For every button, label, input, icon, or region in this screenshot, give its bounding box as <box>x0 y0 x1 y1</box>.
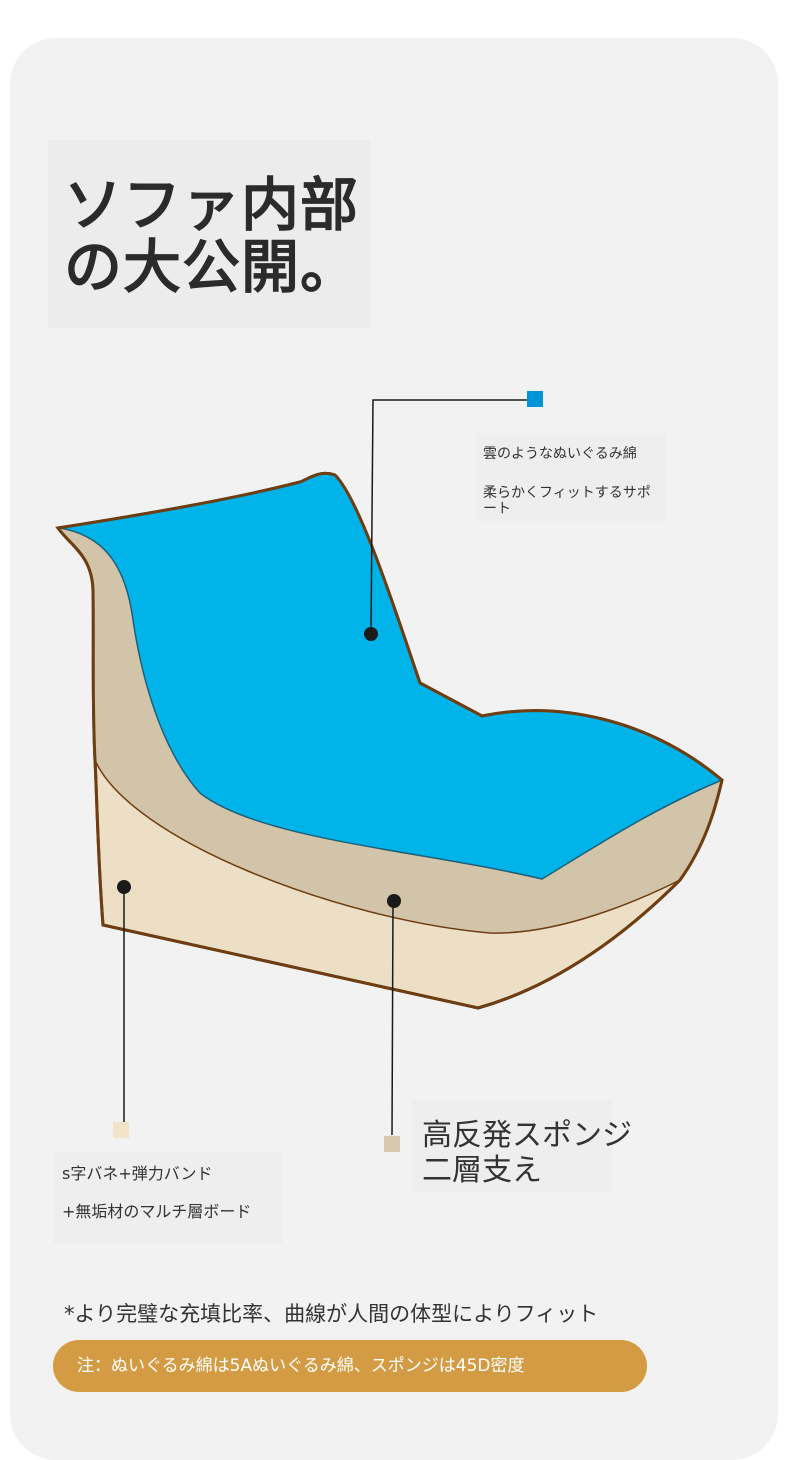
title-line-1: ソファ内部 <box>64 171 360 239</box>
cotton-label-line-2: 柔らかくフィットするサポート <box>483 485 651 517</box>
sponge-label: 高反発スポンジ 二層支え <box>422 1118 632 1188</box>
spring-callout-dot <box>117 880 131 894</box>
title-background <box>48 140 370 328</box>
spring-label-line-1: s字バネ+弾力バンド <box>62 1164 213 1183</box>
beige-square-marker <box>113 1122 129 1138</box>
material-note-pill: 注：ぬいぐるみ綿は5Aぬいぐるみ綿、スポンジは45D密度 <box>53 1340 647 1392</box>
cotton-callout-dot <box>364 627 378 641</box>
cotton-callout-line <box>370 399 527 635</box>
sponge-label-background <box>412 1100 612 1192</box>
title-line-2: の大公開。 <box>64 233 360 301</box>
spring-label-background <box>54 1152 282 1244</box>
page-title: ソファ内部 の大公開。 <box>64 174 384 298</box>
blue-square-marker <box>527 391 543 407</box>
cotton-label-background <box>476 433 666 521</box>
sponge-callout-dot <box>387 894 401 908</box>
spring-label-line-2: +無垢材のマルチ層ボード <box>62 1202 252 1221</box>
fit-note: *より完璧な充填比率、曲線が人間の体型によりフィット <box>64 1302 599 1326</box>
tan-square-marker <box>384 1136 400 1152</box>
sofa-outline <box>55 471 724 1010</box>
cotton-label-line-1: 雲のようなぬいぐるみ綿 <box>483 446 637 462</box>
sponge-callout-line <box>391 900 394 1136</box>
